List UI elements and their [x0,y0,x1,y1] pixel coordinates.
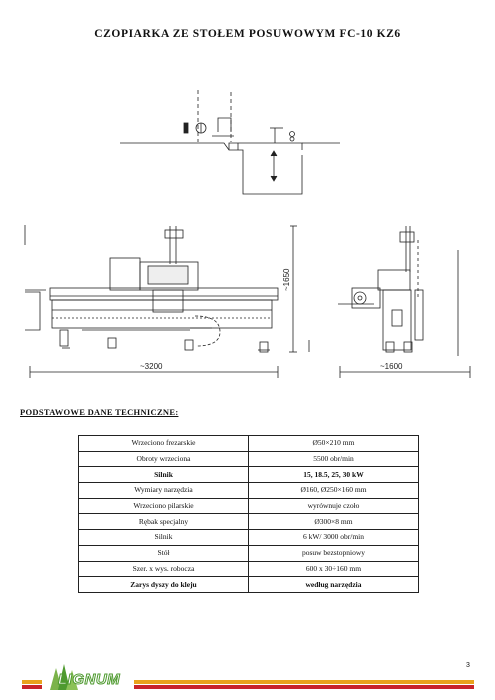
footer-stripes [22,678,474,692]
spec-label: Rębak specjalny [78,513,249,531]
spec-value: według narzędzia [248,576,419,593]
spec-value: Ø300×8 mm [248,513,419,531]
tree-icon [50,664,78,690]
spec-value: Ø160, Ø250×160 mm [248,482,419,499]
spec-value: wyrównuje czoło [248,497,419,515]
spec-value: Ø50×210 mm [248,435,419,452]
spec-value: 6 kW/ 3000 obr/min [248,529,419,546]
spec-value: posuw bezstopniowy [248,544,419,562]
footer-stripe-red [22,685,474,689]
specs-heading: PODSTAWOWE DANE TECHNICZNE: [20,407,179,417]
spec-label: Silnik [78,466,249,484]
logo-text: LIGNUM [57,671,121,689]
lignum-logo: LIGNUM [42,660,134,696]
dimension-width: ~1600 [380,362,403,371]
technical-drawing: ~3200 ~1650 ~1600 [24,90,471,378]
document-title: CZOPIARKA ZE STOŁEM POSUWOWYM FC-10 KZ6 [94,28,401,40]
dimension-height: ~1650 [282,268,291,291]
spec-value: 5500 obr/min [248,450,419,468]
spec-label: Obroty wrzeciona [78,450,249,468]
spec-label: Wrzeciono pilarskie [78,497,249,515]
spec-label: Silnik [78,529,249,546]
spec-label: Wrzeciono frezarskie [78,435,249,452]
spec-value: 15, 18.5, 25, 30 kW [248,466,419,484]
spec-label: Stół [78,544,249,562]
spec-value: 600 x 30÷160 mm [248,560,419,578]
spec-label: Wymiary narzędzia [78,482,249,499]
spec-label: Zarys dyszy do kleju [78,576,249,593]
spec-label: Szer. x wys. robocza [78,560,249,578]
footer-stripe-orange [22,680,474,684]
page-number: 3 [466,662,470,669]
dimension-length: ~3200 [140,362,163,371]
